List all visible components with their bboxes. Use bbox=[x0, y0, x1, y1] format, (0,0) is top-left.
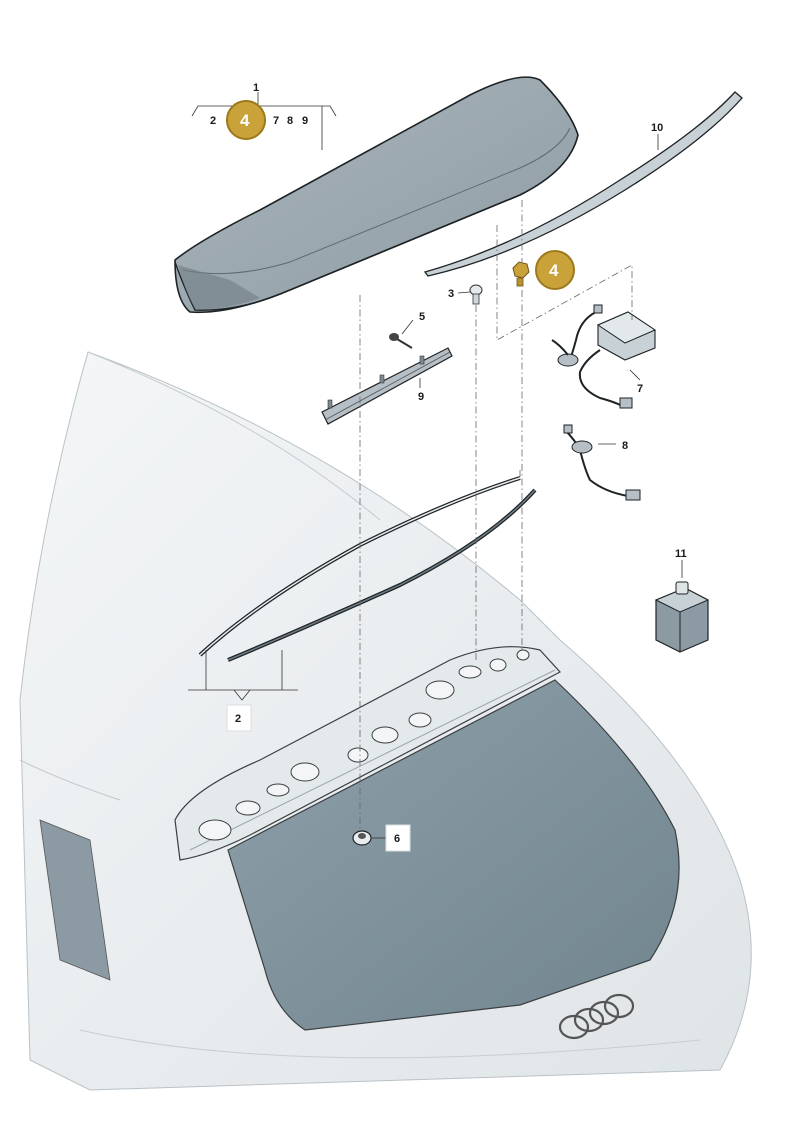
badge-4-right: 4 bbox=[535, 250, 575, 290]
callout-9: 9 bbox=[418, 391, 424, 403]
badge-4-top: 4 bbox=[226, 100, 266, 140]
callout-2-box: 2 bbox=[226, 704, 252, 732]
callout-3: 3 bbox=[448, 288, 454, 300]
callout-8-top: 8 bbox=[287, 115, 293, 127]
trim-strip bbox=[423, 91, 743, 277]
callout-11: 11 bbox=[675, 548, 687, 560]
callout-7-side: 7 bbox=[637, 383, 643, 395]
wiring-harness-7 bbox=[551, 304, 657, 409]
roof-spoiler bbox=[174, 76, 579, 314]
callout-1: 1 bbox=[253, 82, 259, 94]
tailgate-frame bbox=[174, 646, 680, 1040]
callout-2-bottom: 2 bbox=[235, 713, 241, 725]
callout-8: 8 bbox=[622, 440, 628, 452]
callout-6-box: 6 bbox=[385, 824, 411, 852]
grommet-6 bbox=[352, 830, 372, 846]
badge-4-right-label: 4 bbox=[549, 261, 559, 280]
brand-rings-emblem bbox=[558, 993, 635, 1040]
brake-light bbox=[321, 347, 453, 425]
callout-labels: 1 2 7 8 9 10 3 5 9 7 8 11 bbox=[210, 82, 687, 560]
badge-4-top-label: 4 bbox=[240, 111, 250, 130]
screw-5 bbox=[389, 333, 413, 349]
leader-lines bbox=[188, 92, 683, 839]
clip-3 bbox=[469, 284, 483, 305]
callout-7-top: 7 bbox=[273, 115, 279, 127]
wiring-lead-8 bbox=[563, 424, 641, 501]
nut-4 bbox=[512, 261, 530, 287]
assembly-lines bbox=[359, 200, 633, 830]
callout-6: 6 bbox=[394, 833, 400, 845]
adhesive-bottle-11 bbox=[654, 581, 710, 653]
callout-5: 5 bbox=[419, 311, 425, 323]
callout-9-top: 9 bbox=[302, 115, 308, 127]
callout-10: 10 bbox=[651, 122, 663, 134]
callout-2-top: 2 bbox=[210, 115, 216, 127]
